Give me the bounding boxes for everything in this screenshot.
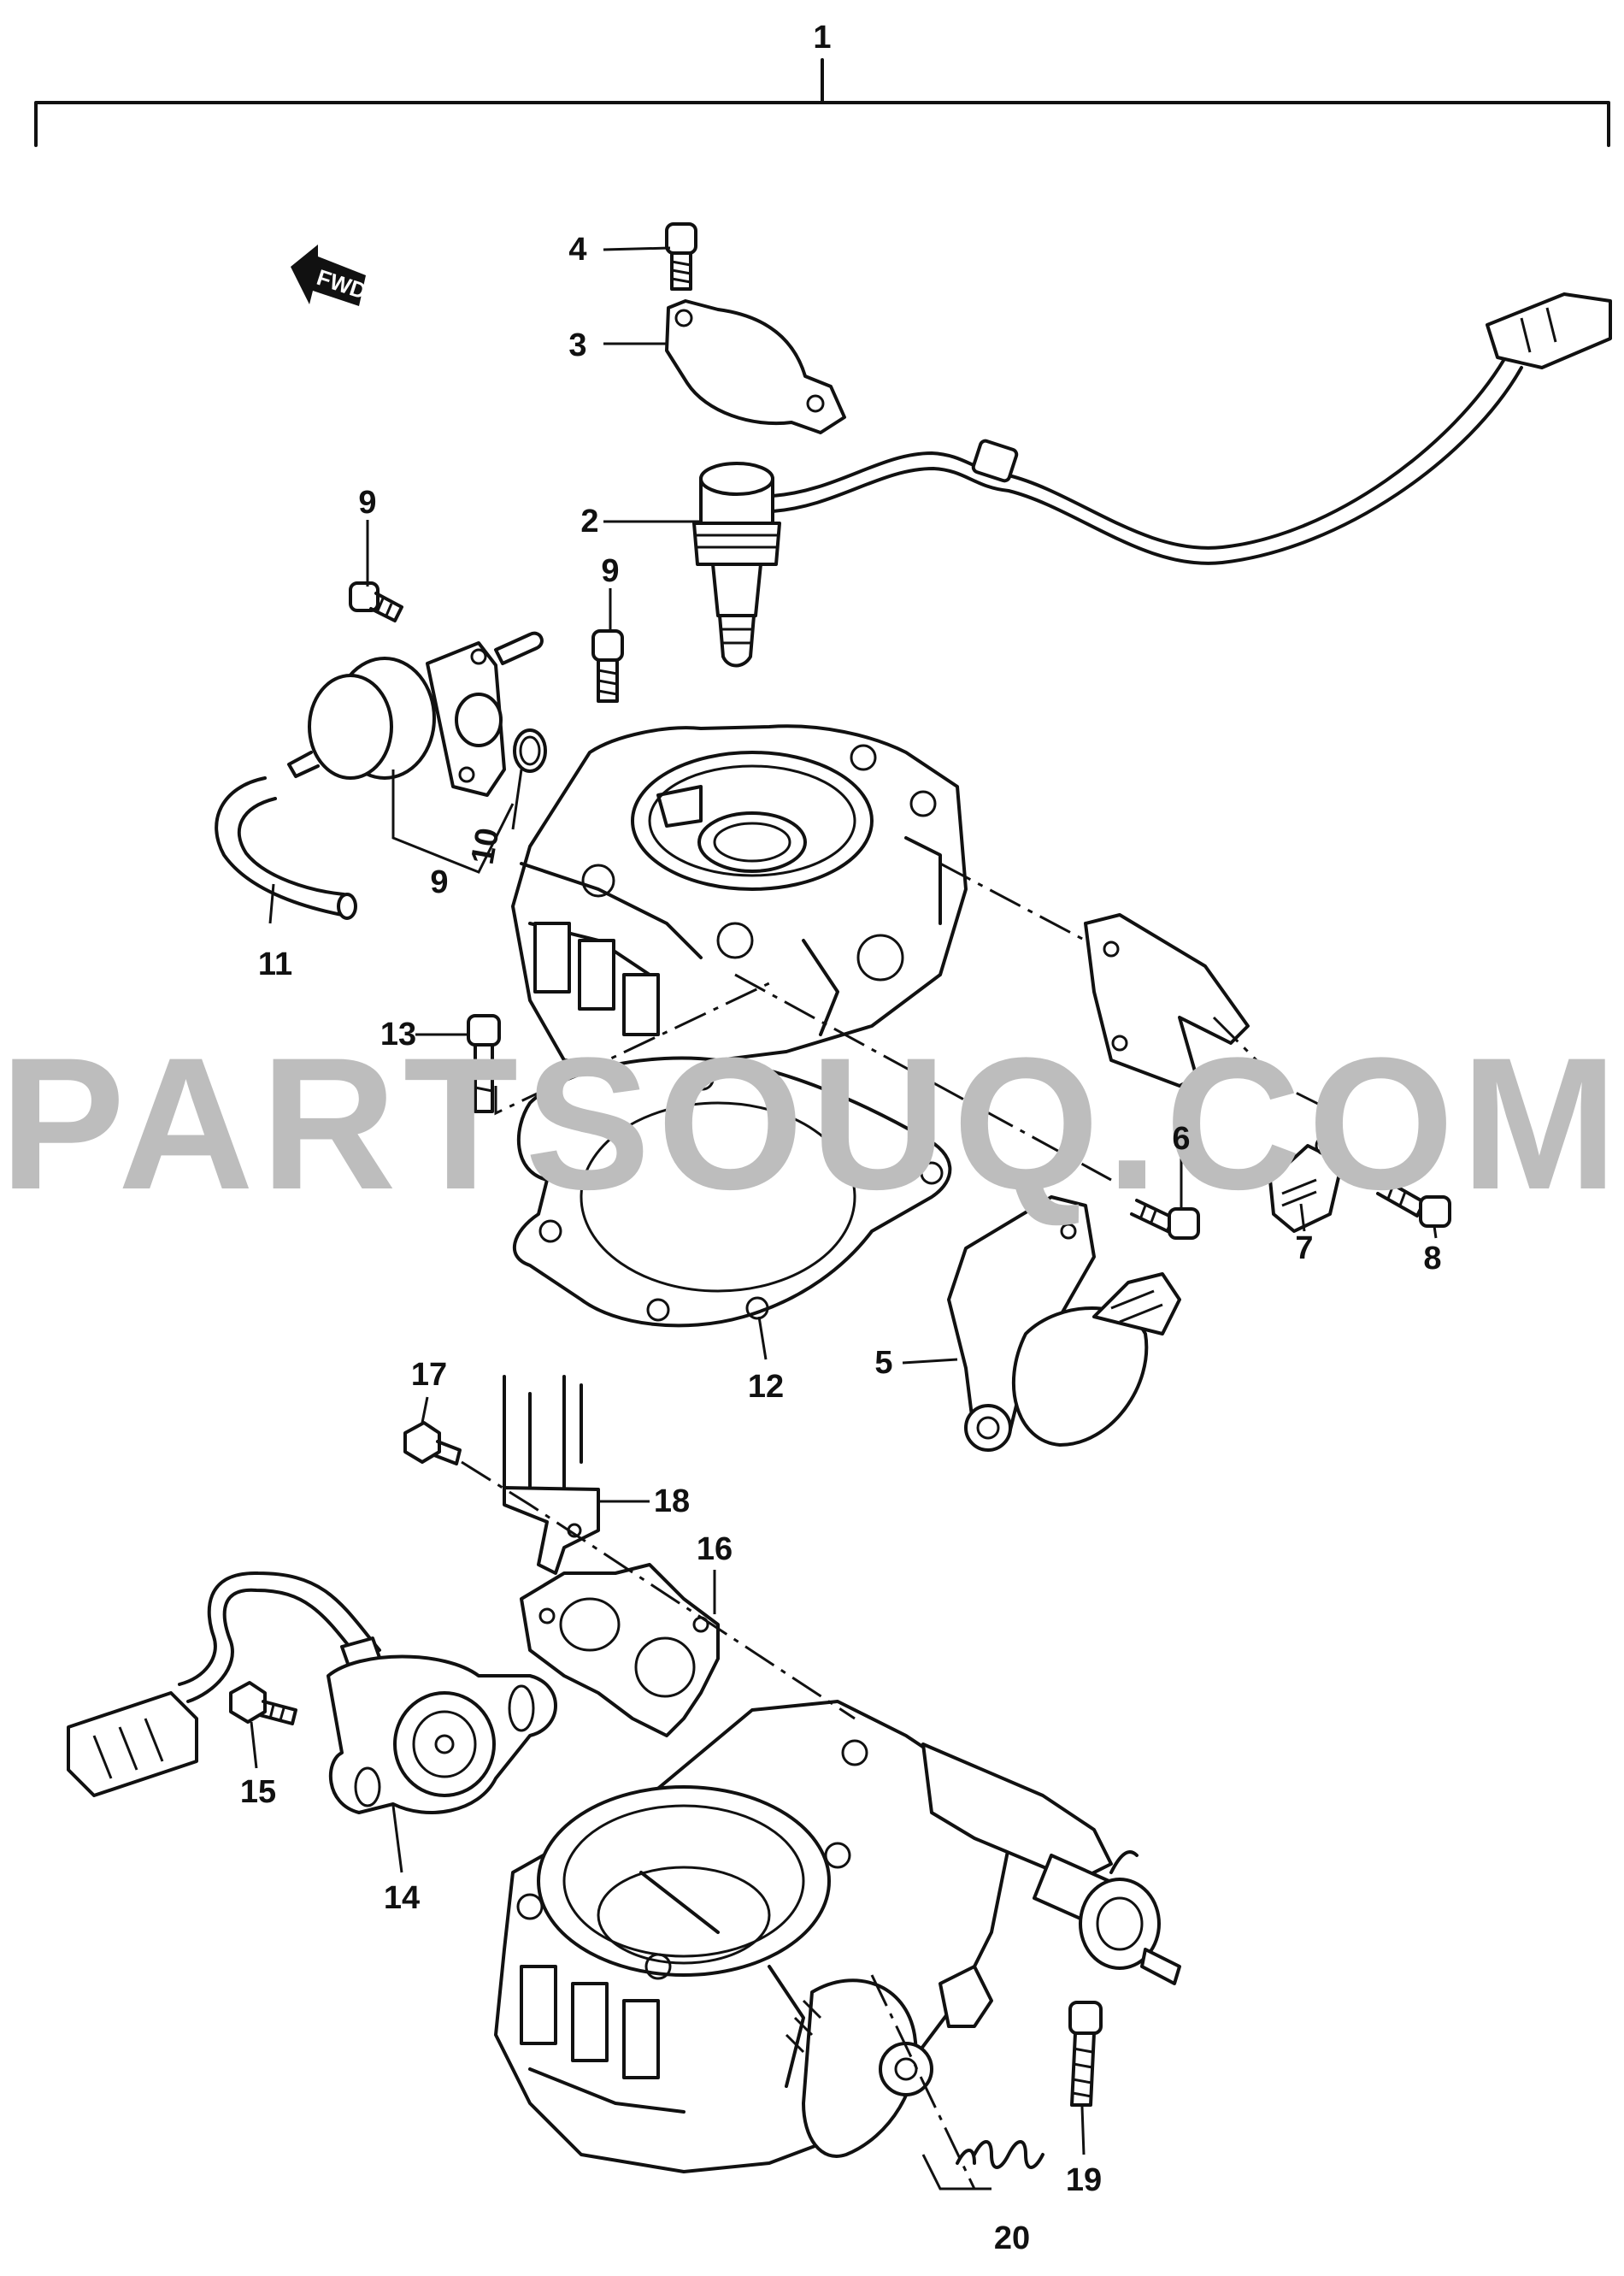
callout-2: 2 xyxy=(580,504,598,540)
callout-18: 18 xyxy=(654,1483,690,1519)
part-4-screw xyxy=(665,222,697,291)
part-12-gasket xyxy=(512,1056,952,1328)
part-10-o-ring xyxy=(513,728,547,773)
part-13-screw xyxy=(467,1014,501,1113)
forward-arrow-icon: FWD xyxy=(291,245,370,306)
callout-10: 10 xyxy=(465,825,507,867)
part-9-actuator xyxy=(287,631,544,797)
lower-throttle-body xyxy=(494,1700,1181,2173)
part-2-sensor xyxy=(692,292,1612,668)
part-18-bracket xyxy=(503,1375,600,1575)
part-20-spring xyxy=(956,2140,1044,2169)
bracket-upper xyxy=(1084,913,1250,1088)
callout-15: 15 xyxy=(240,1774,276,1810)
part-11-hose xyxy=(215,776,357,920)
callout-16: 16 xyxy=(697,1531,733,1567)
part-9-screw-left xyxy=(349,581,403,622)
watermark-text: PARTSOUQ.COM xyxy=(0,1018,1624,1229)
callout-12: 12 xyxy=(748,1369,784,1405)
callout-9-center: 9 xyxy=(601,553,619,589)
assembly-bracket: 1 xyxy=(34,20,1610,147)
callout-6: 6 xyxy=(1172,1121,1190,1157)
upper-throttle-body xyxy=(511,724,968,1070)
leader-lines xyxy=(250,246,1438,2155)
callout-11: 11 xyxy=(258,946,292,982)
callout-9-left: 9 xyxy=(358,485,376,521)
callout-8: 8 xyxy=(1423,1241,1441,1277)
part-7-clip xyxy=(1268,1135,1344,1233)
callout-19: 19 xyxy=(1066,2162,1102,2198)
callout-4: 4 xyxy=(568,232,586,268)
callout-numbers: 4 3 2 9 9 9 10 11 13 12 5 6 7 8 17 18 16… xyxy=(240,232,1442,2256)
callout-3: 3 xyxy=(568,327,586,363)
alignment-lines xyxy=(461,862,1334,2191)
part-19-screw xyxy=(1068,2001,1103,2107)
callout-17: 17 xyxy=(411,1357,447,1393)
part-9-screw-center xyxy=(591,629,624,703)
part-14-sensor xyxy=(67,1571,557,1814)
part-17-bolt xyxy=(403,1421,462,1465)
callout-20: 20 xyxy=(994,2220,1030,2256)
part-15-bolt xyxy=(229,1681,297,1725)
assembly-label: 1 xyxy=(813,20,831,56)
callout-7: 7 xyxy=(1295,1230,1313,1266)
part-16-gasket xyxy=(520,1563,720,1737)
callout-5: 5 xyxy=(874,1345,892,1381)
callout-13: 13 xyxy=(380,1017,416,1053)
part-6-screw xyxy=(1130,1199,1200,1240)
part-3-cover xyxy=(665,299,846,434)
callout-14: 14 xyxy=(384,1880,420,1916)
part-5-dashpot xyxy=(947,1195,1181,1452)
callout-9-actuator: 9 xyxy=(430,864,448,900)
